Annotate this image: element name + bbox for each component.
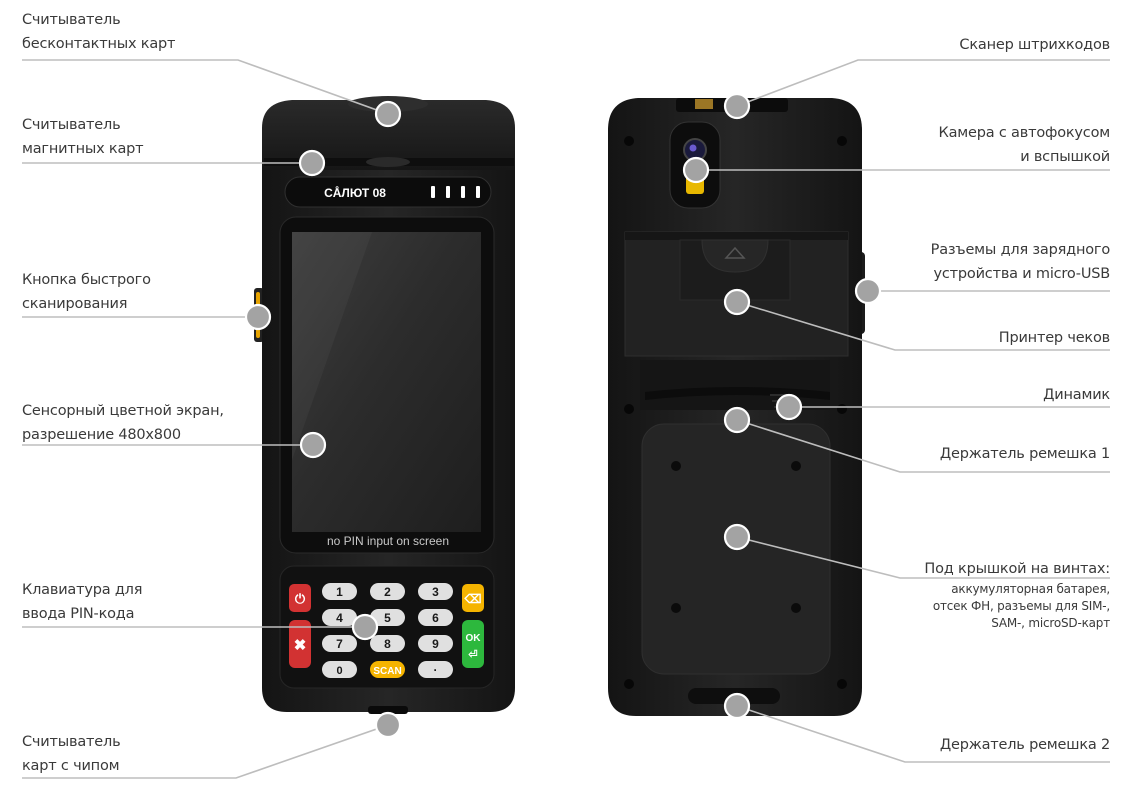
callout-markers (244, 92, 882, 739)
label-barcode-scanner: Сканер штрихкодов (959, 33, 1110, 57)
marker-barcode-scanner (723, 92, 751, 120)
svg-text:6: 6 (432, 611, 439, 625)
svg-text:·: · (434, 663, 438, 677)
label-line: устройства и micro-USB (933, 266, 1111, 282)
svg-text:⏎: ⏎ (467, 649, 477, 661)
screen-notice: no PIN input on screen (327, 534, 449, 548)
svg-text:0: 0 (336, 665, 342, 677)
marker-contactless-reader (374, 100, 402, 128)
marker-magnetic-reader (298, 149, 326, 177)
label-subline: SAM-, microSD-карт (991, 616, 1110, 630)
label-line: Сенсорный цветной экран, (22, 403, 224, 419)
label-line: ввода PIN-кода (22, 606, 135, 622)
label-line: карт с чипом (22, 758, 120, 774)
label-line: Держатель ремешка 1 (939, 446, 1110, 462)
svg-text:9: 9 (432, 637, 439, 651)
cancel-key[interactable]: ✖ (289, 620, 311, 668)
label-line: Считыватель (22, 734, 121, 750)
dot-key[interactable]: · (418, 661, 453, 678)
label-strap-holder-1: Держатель ремешка 1 (940, 442, 1110, 466)
digit-key-3[interactable]: 3 (418, 583, 453, 600)
scan-key[interactable]: SCAN (370, 661, 405, 678)
digit-key-7[interactable]: 7 (322, 635, 357, 652)
led-indicator (431, 186, 435, 198)
marker-camera (682, 156, 710, 184)
label-speaker: Динамик (1043, 383, 1110, 407)
svg-text:7: 7 (336, 637, 343, 651)
digit-key-2[interactable]: 2 (370, 583, 405, 600)
svg-text:8: 8 (384, 637, 391, 651)
led-indicator (461, 186, 465, 198)
label-line: Принтер чеков (998, 330, 1110, 346)
digit-key-9[interactable]: 9 (418, 635, 453, 652)
label-line: Под крышкой на винтах: (924, 561, 1110, 577)
marker-chip-reader (374, 711, 402, 739)
marker-charging-ports (854, 277, 882, 305)
led-indicator (476, 186, 480, 198)
marker-strap-holder-1 (723, 406, 751, 434)
marker-printer (723, 288, 751, 316)
label-strap-holder-2: Держатель ремешка 2 (940, 733, 1110, 757)
digit-key-8[interactable]: 8 (370, 635, 405, 652)
svg-text:2: 2 (384, 585, 391, 599)
label-camera: Камера с автофокусом и вспышкой (938, 121, 1111, 169)
backspace-key[interactable]: ⌫ (462, 584, 484, 612)
front-device: СÅЛЮТ 08 no PIN input on screen ⏻ ✖ ⌫ O (254, 96, 515, 714)
svg-text:SCAN: SCAN (373, 666, 401, 677)
svg-text:4: 4 (336, 611, 343, 625)
digit-key-1[interactable]: 1 (322, 583, 357, 600)
digit-key-0[interactable]: 0 (322, 661, 357, 678)
label-charging-ports: Разъемы для зарядного устройства и micro… (930, 238, 1111, 286)
label-line: разрешение 480x800 (22, 427, 181, 443)
svg-text:⏻: ⏻ (295, 591, 306, 606)
digit-key-6[interactable]: 6 (418, 609, 453, 626)
digit-key-5[interactable]: 5 (370, 609, 405, 626)
label-magnetic-reader: Считыватель магнитных карт (22, 113, 144, 161)
label-line: Кнопка быстрого (22, 272, 151, 288)
svg-text:⌫: ⌫ (464, 592, 482, 606)
label-line: сканирования (22, 296, 128, 312)
marker-battery-cover (723, 523, 751, 551)
marker-strap-holder-2 (723, 692, 751, 720)
label-line: Держатель ремешка 2 (939, 737, 1110, 753)
label-line: бесконтактных карт (22, 36, 176, 52)
label-printer: Принтер чеков (999, 326, 1110, 350)
label-line: Разъемы для зарядного (930, 242, 1111, 258)
marker-speaker (775, 393, 803, 421)
marker-pin-keypad (351, 613, 379, 641)
label-line: магнитных карт (22, 141, 144, 157)
label-line: Клавиатура для (22, 582, 143, 598)
label-subline: отсек ФН, разъемы для SIM-, (932, 599, 1110, 613)
label-quick-scan-button: Кнопка быстрого сканирования (22, 268, 151, 316)
callout-lines (22, 59, 1110, 779)
label-contactless-reader: Считыватель бесконтактных карт (22, 8, 175, 56)
label-line: Сканер штрихкодов (959, 37, 1110, 53)
svg-text:1: 1 (336, 585, 343, 599)
label-line: Камера с автофокусом (938, 125, 1111, 141)
digit-key-4[interactable]: 4 (322, 609, 357, 626)
ok-key[interactable]: OK ⏎ (462, 620, 484, 668)
label-line: Динамик (1043, 387, 1110, 403)
svg-text:OK: OK (466, 633, 482, 644)
svg-text:3: 3 (432, 585, 439, 599)
label-subline: аккумуляторная батарея, (951, 582, 1110, 596)
touch-screen (292, 232, 481, 532)
power-key[interactable]: ⏻ (289, 584, 311, 612)
svg-text:5: 5 (384, 611, 391, 625)
label-chip-reader: Считыватель карт с чипом (22, 730, 121, 778)
led-indicator (446, 186, 450, 198)
marker-touch-screen (299, 431, 327, 459)
label-pin-keypad: Клавиатура для ввода PIN-кода (22, 578, 142, 626)
chip-card-slot (368, 706, 408, 714)
label-line: Считыватель (22, 12, 121, 28)
label-line: Считыватель (22, 117, 121, 133)
svg-text:✖: ✖ (294, 637, 307, 654)
brand-logo: СÅЛЮТ 08 (324, 185, 386, 200)
label-battery-cover: Под крышкой на винтах: аккумуляторная ба… (924, 557, 1110, 632)
marker-quick-scan-button (244, 303, 272, 331)
label-touch-screen: Сенсорный цветной экран, разрешение 480x… (22, 399, 224, 447)
label-line: и вспышкой (1020, 149, 1110, 165)
